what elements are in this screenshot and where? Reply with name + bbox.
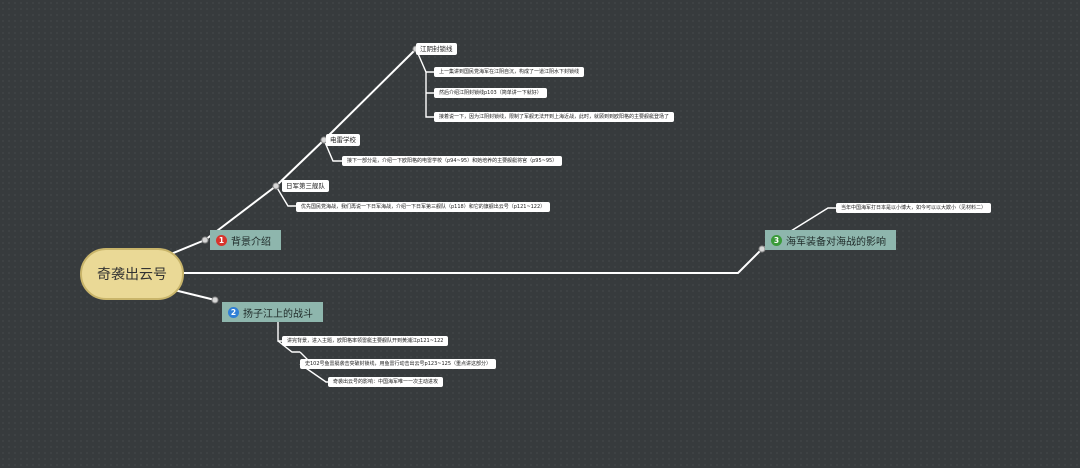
note-jiangyin-2-text: 然后介绍江阴封锁线p103（简单讲一下就好） bbox=[439, 90, 542, 96]
link-electric-note bbox=[323, 139, 342, 162]
branch-yangtze-label: 扬子江上的战斗 bbox=[243, 308, 313, 320]
note-yangtze-3[interactable]: 奇袭出云号的影响：中国海军唯一一次主动进攻 bbox=[328, 377, 444, 387]
subtopic-third-fleet[interactable]: 日军第三舰队 bbox=[282, 180, 329, 192]
note-yangtze-1[interactable]: 讲完背景，进入主题，欧阳格率领雷艇主要舰队开到黄浦江p121~122 bbox=[282, 336, 449, 346]
note-yangtze-1-text: 讲完背景，进入主题，欧阳格率领雷艇主要舰队开到黄浦江p121~122 bbox=[287, 338, 444, 344]
note-jiangyin-2[interactable]: 然后介绍江阴封锁线p103（简单讲一下就好） bbox=[434, 88, 547, 98]
priority-badge-3: 3 bbox=[771, 234, 782, 246]
note-impact-text: 当年中国海军打日本是以小博大，如今可以以大欺小（见材料二） bbox=[841, 205, 987, 211]
branch-background-label: 背景介绍 bbox=[231, 236, 271, 248]
link-yangtze-notes bbox=[277, 320, 330, 383]
branch-impact[interactable]: 3 海军装备对海战的影响 bbox=[765, 230, 896, 250]
root-topic-label: 奇袭出云号 bbox=[97, 267, 167, 283]
subtopic-jiangyin[interactable]: 江阴封锁线 bbox=[416, 43, 457, 55]
note-yangtze-2-text: 史102号鱼雷艇袭击突破封锁线，用鱼雷行动击出云号p123~125（重点讲这部分… bbox=[305, 361, 491, 367]
link-thirdfleet-note bbox=[275, 185, 296, 207]
link-dot bbox=[211, 296, 219, 304]
note-yangtze-3-text: 奇袭出云号的影响：中国海军唯一一次主动进攻 bbox=[333, 379, 439, 385]
subtopic-torpedo-school-label: 电雷学校 bbox=[330, 136, 356, 144]
subtopic-third-fleet-label: 日军第三舰队 bbox=[286, 182, 325, 190]
subtopic-torpedo-school[interactable]: 电雷学校 bbox=[326, 134, 360, 146]
note-impact[interactable]: 当年中国海军打日本是以小博大，如今可以以大欺小（见材料二） bbox=[836, 203, 992, 213]
branch-impact-label: 海军装备对海战的影响 bbox=[786, 236, 886, 248]
note-jiangyin-3-text: 接着说一下，因为江阴封锁线，限制了军舰无法开到上海近战，此时，就顾到到欧阳格的主… bbox=[439, 114, 670, 120]
priority-badge-2: 2 bbox=[228, 306, 239, 318]
note-torpedo-school[interactable]: 接下一部分是，介绍一下欧阳格的电雷学校（p94~95）和她培养的主要舰艇将官（p… bbox=[342, 156, 563, 166]
note-jiangyin-1-text: 上一集讲到国民党海军在江阴自沉，构成了一道江阴水下封锁线 bbox=[439, 69, 580, 75]
subtopic-jiangyin-label: 江阴封锁线 bbox=[420, 45, 453, 53]
note-yangtze-2[interactable]: 史102号鱼雷艇袭击突破封锁线，用鱼雷行动击出云号p123~125（重点讲这部分… bbox=[300, 359, 496, 369]
root-topic[interactable]: 奇袭出云号 bbox=[80, 248, 184, 300]
branch-background[interactable]: 1 背景介绍 bbox=[210, 230, 281, 250]
link-root-impact bbox=[184, 248, 763, 274]
link-dot bbox=[272, 182, 280, 190]
branch-yangtze[interactable]: 2 扬子江上的战斗 bbox=[222, 302, 323, 322]
priority-badge-1: 1 bbox=[216, 234, 227, 246]
note-jiangyin-3[interactable]: 接着说一下，因为江阴封锁线，限制了军舰无法开到上海近战，此时，就顾到到欧阳格的主… bbox=[434, 112, 675, 122]
note-jiangyin-1[interactable]: 上一集讲到国民党海军在江阴自沉，构成了一道江阴水下封锁线 bbox=[434, 67, 585, 77]
note-third-fleet[interactable]: 优先国民党海战，我们再说一下日军海战，介绍一下日军第三舰队（p118）和它的旗舰… bbox=[296, 202, 551, 212]
note-third-fleet-text: 优先国民党海战，我们再说一下日军海战，介绍一下日军第三舰队（p118）和它的旗舰… bbox=[301, 204, 546, 210]
link-electric-jiangyin bbox=[323, 48, 417, 141]
link-jiangyin-notes bbox=[415, 48, 434, 118]
note-torpedo-school-text: 接下一部分是，介绍一下欧阳格的电雷学校（p94~95）和她培养的主要舰艇将官（p… bbox=[347, 158, 558, 164]
link-thirdfleet-electric bbox=[275, 139, 325, 187]
link-dot bbox=[201, 236, 209, 244]
